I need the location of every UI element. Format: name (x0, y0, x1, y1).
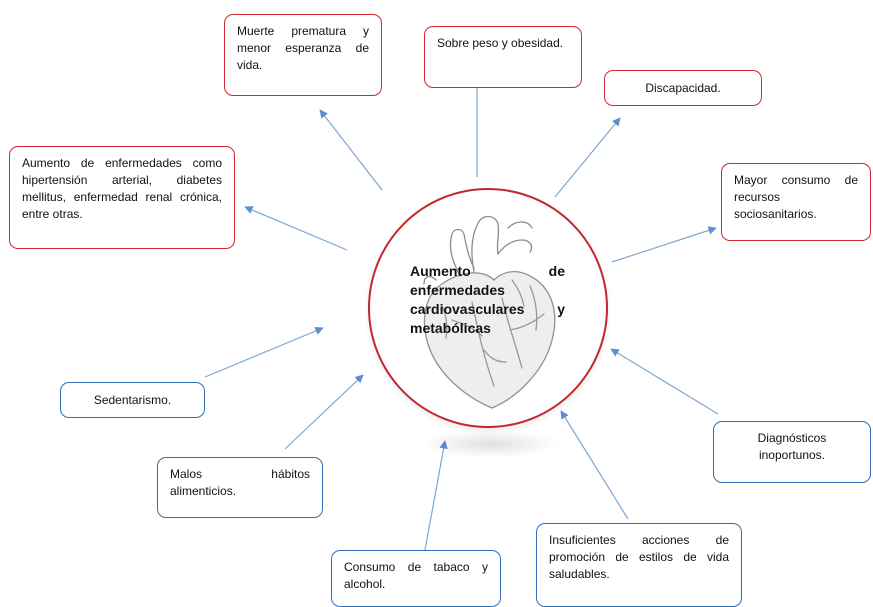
consequence-box-recursos: Mayor consumo de recursos sociosanitario… (721, 163, 871, 241)
arrow-to-muerte (319, 109, 383, 191)
heart-icon (423, 215, 556, 409)
circle-shadow (420, 430, 560, 458)
cause-box-diagnosticos: Diagnósticos inoportunos. (713, 421, 871, 483)
arrow-to-discapacidad (554, 117, 621, 198)
cause-box-malos-habitos: Malos hábitos alimenticios. (157, 457, 323, 518)
consequence-box-muerte: Muerte prematura y menor esperanza de vi… (224, 14, 382, 96)
arrow-from-malos-habitos (284, 374, 364, 450)
arrow-from-insuficientes (560, 410, 629, 520)
consequence-box-discapacidad: Discapacidad. (604, 70, 762, 106)
arrow-from-tabaco (424, 440, 448, 551)
arrow-to-aumento (244, 206, 348, 251)
cause-box-sedentarismo: Sedentarismo. (60, 382, 205, 418)
arrow-from-sedentarismo (204, 327, 324, 378)
central-title: Aumento de enfermedades cardiovasculares… (410, 263, 565, 336)
consequence-box-sobrepeso: Sobre peso y obesidad. (424, 26, 582, 88)
cause-box-tabaco: Consumo de tabaco y alcohol. (331, 550, 501, 607)
cause-box-insuficientes: Insuficientes acciones de promoción de e… (536, 523, 742, 607)
arrow-from-diagnosticos (610, 348, 719, 415)
consequence-box-aumento: Aumento de enfermedades como hipertensió… (9, 146, 235, 249)
central-circle (368, 188, 608, 428)
arrow-to-recursos (611, 226, 717, 263)
